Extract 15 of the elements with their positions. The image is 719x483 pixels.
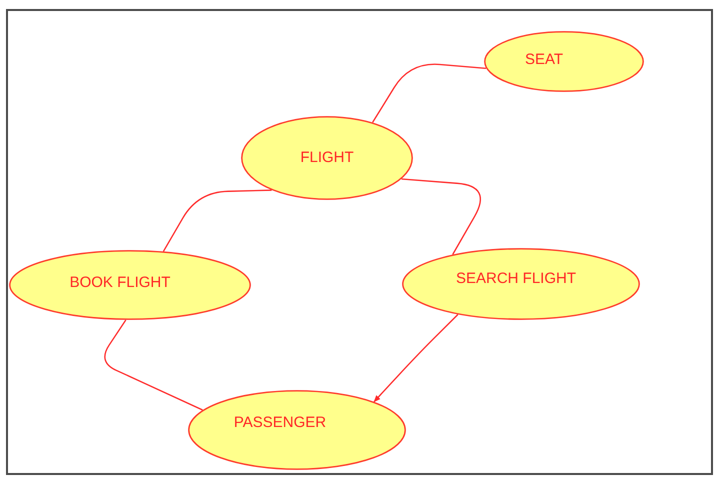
- connector-line: [372, 64, 486, 123]
- node-label: SEAT: [524, 51, 564, 70]
- node-label: FLIGHT: [300, 148, 354, 168]
- node-label: BOOK FLIGHT: [70, 274, 170, 292]
- ellipse-node: [484, 31, 644, 92]
- node-label: PASSENGER: [234, 414, 326, 432]
- ellipse-node: [402, 248, 640, 320]
- connector-line: [401, 178, 481, 255]
- ellipse-node: [188, 390, 406, 470]
- ellipse-node: [241, 116, 413, 200]
- node-label: SEARCH FLIGHT: [456, 270, 576, 288]
- connector-line: [162, 190, 272, 252]
- connector-line: [104, 320, 203, 411]
- arrow: [374, 314, 458, 402]
- ellipse-node: [9, 250, 251, 320]
